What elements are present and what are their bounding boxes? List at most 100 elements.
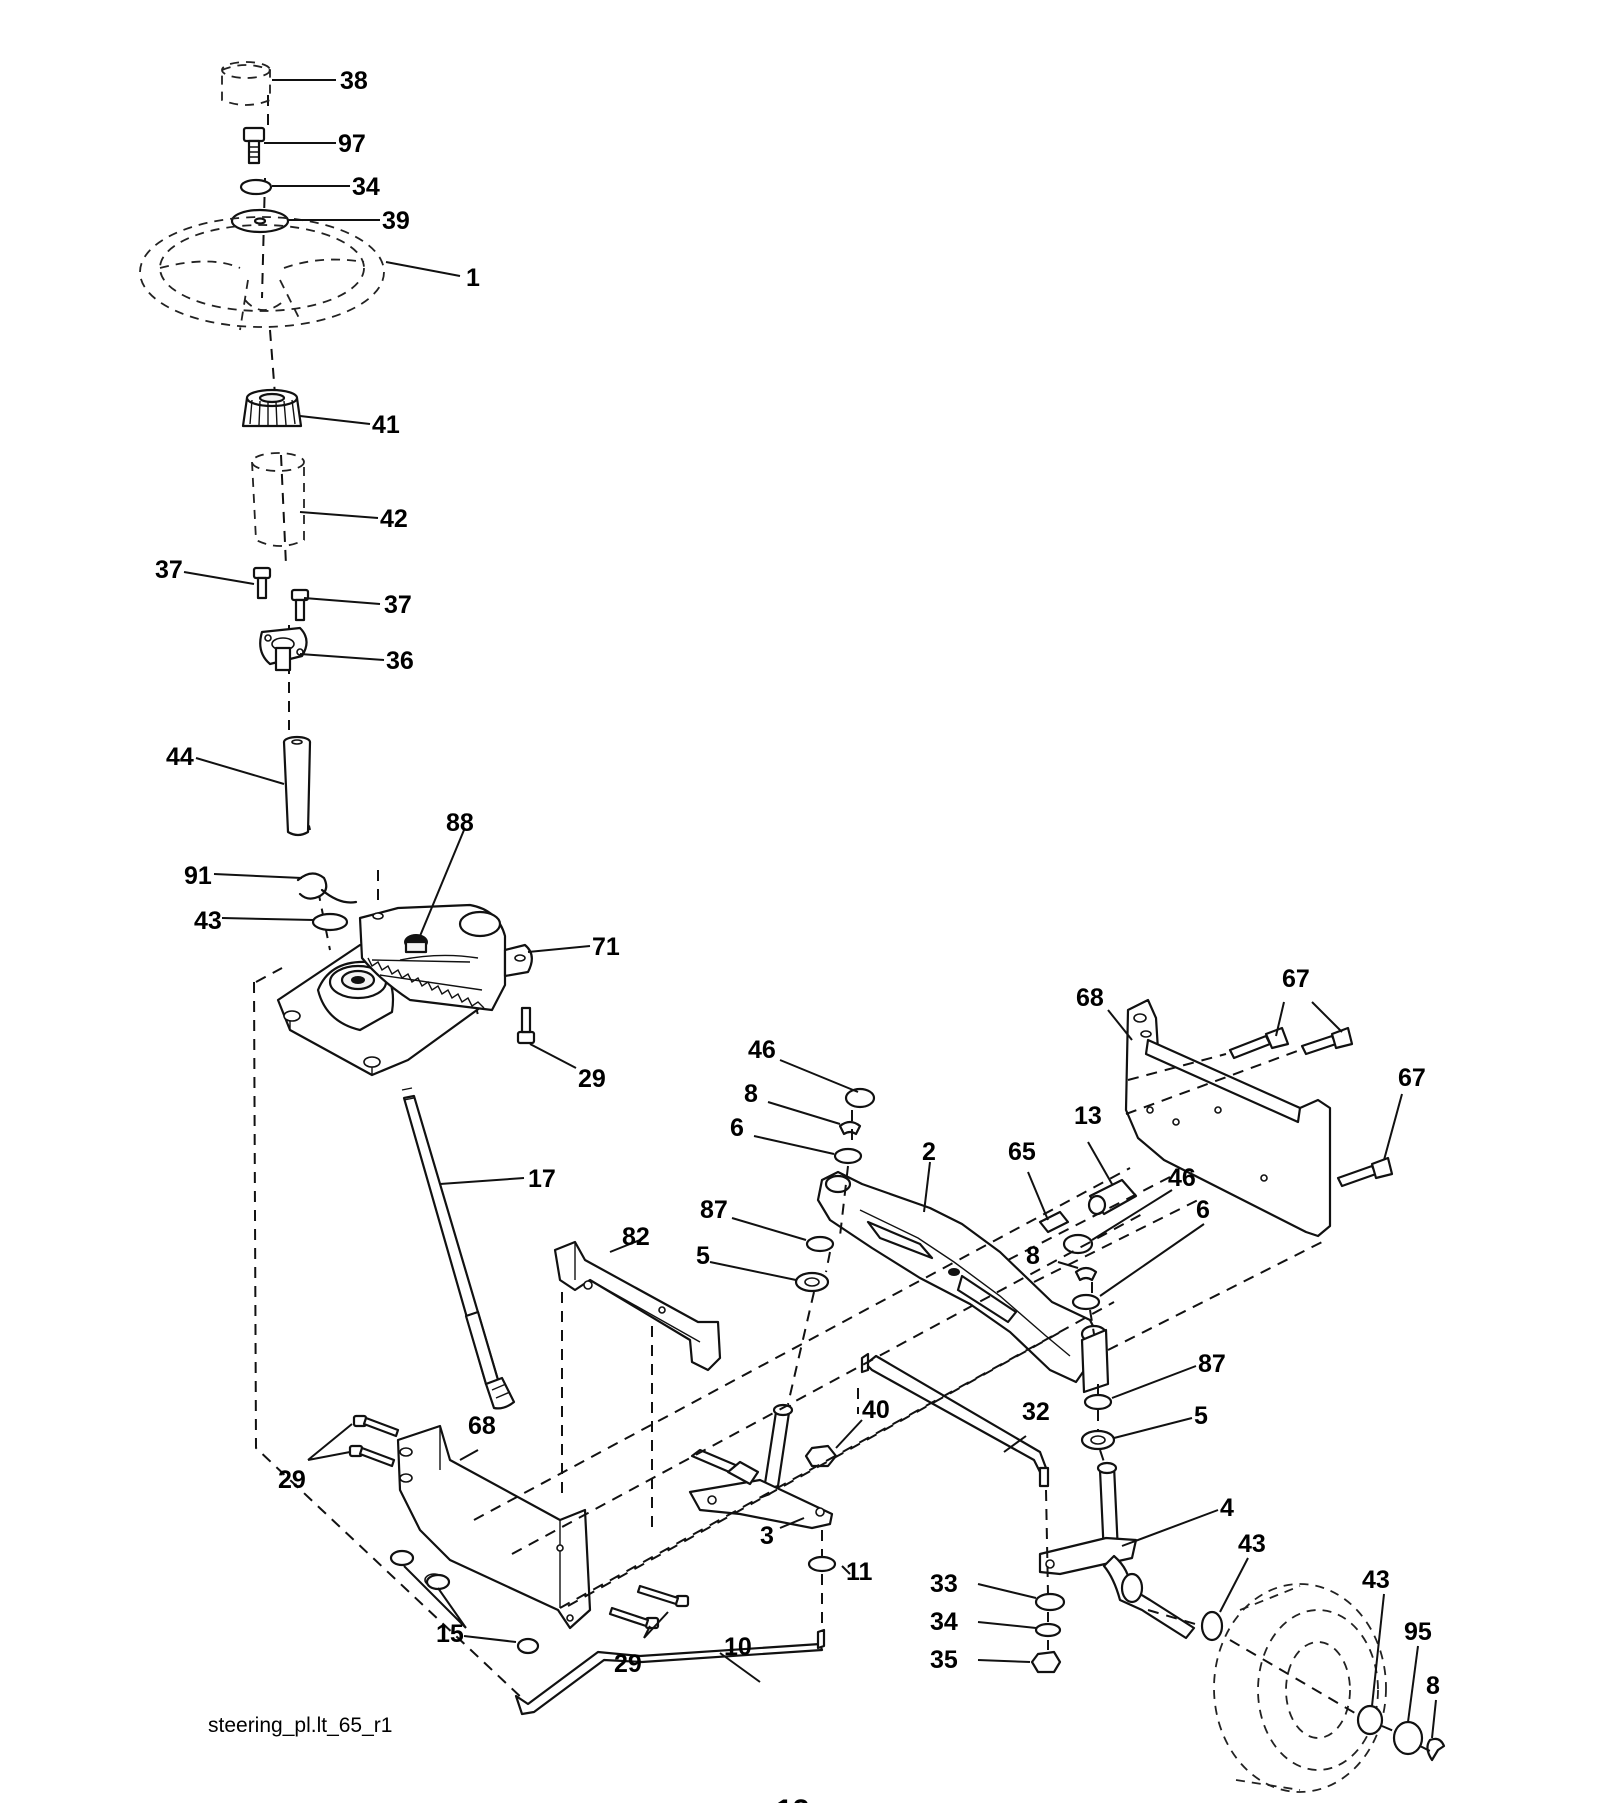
steering-shaft-44 <box>282 735 312 837</box>
left-brackets <box>348 1240 826 1716</box>
washer-11 <box>807 1555 837 1573</box>
callout-3: 3 <box>760 1522 774 1550</box>
bushing-5-right <box>1080 1429 1116 1451</box>
pin-65 <box>1038 1210 1070 1234</box>
bolts-67 <box>1228 1026 1394 1188</box>
callout-68-right: 68 <box>1076 984 1104 1012</box>
callout-35: 35 <box>930 1646 958 1674</box>
washer-43-right <box>1356 1704 1384 1736</box>
callout-8-wheel: 8 <box>1426 1672 1440 1700</box>
callout-71: 71 <box>592 933 620 961</box>
spindle-3-left <box>688 1403 834 1530</box>
bolts-29-left <box>348 1414 400 1468</box>
frame-plate-68-left <box>396 1424 592 1630</box>
washer-39 <box>230 208 290 234</box>
steering-wheel-1 <box>139 216 385 331</box>
callout-46-left: 46 <box>748 1036 776 1064</box>
bolt-29-top <box>516 1006 536 1045</box>
pinion-shaft-17 <box>401 1087 516 1410</box>
callout-32: 32 <box>1022 1398 1050 1426</box>
cap-46-left <box>844 1087 876 1109</box>
washer-95 <box>1392 1720 1424 1756</box>
callout-91: 91 <box>184 862 212 890</box>
callout-34-lower: 34 <box>930 1608 958 1636</box>
callout-33: 33 <box>930 1570 958 1598</box>
callout-67-top: 67 <box>1282 965 1310 993</box>
callout-43-left: 43 <box>194 907 222 935</box>
boot-42 <box>251 452 305 547</box>
front-axle-assembly <box>688 998 1446 1793</box>
nut-35 <box>1030 1650 1062 1674</box>
callout-37-right: 37 <box>384 591 412 619</box>
bolts-29-lower <box>608 1584 690 1630</box>
callout-87-right: 87 <box>1198 1350 1226 1378</box>
front-axle-2 <box>816 1170 1104 1384</box>
spacers-15 <box>389 1549 540 1655</box>
bushing-plate-36 <box>259 626 308 672</box>
callout-29-top: 29 <box>578 1065 606 1093</box>
callout-39: 39 <box>382 207 410 235</box>
callout-29-left: 29 <box>278 1466 306 1494</box>
drag-link-10 <box>514 1642 824 1716</box>
callout-11: 11 <box>846 1558 873 1586</box>
figure-filename: steering_pl.lt_65_r1 <box>208 1714 392 1737</box>
callout-97: 97 <box>338 130 366 158</box>
tie-rod-32 <box>864 1354 1048 1474</box>
washer-43-left <box>311 912 349 932</box>
steering-gear-assembly <box>276 903 536 1410</box>
steering-adapter-41 <box>241 388 303 428</box>
e-ring-8-left <box>838 1120 862 1136</box>
callout-44: 44 <box>166 743 194 771</box>
callout-4: 4 <box>1220 1494 1234 1522</box>
callout-1: 1 <box>466 264 480 292</box>
callout-41: 41 <box>372 411 400 439</box>
callout-65: 65 <box>1008 1138 1036 1166</box>
assembly-dashed-lines <box>253 870 1433 1753</box>
callout-88: 88 <box>446 809 474 837</box>
callout-43-mid: 43 <box>1238 1530 1266 1558</box>
callout-5-left: 5 <box>696 1242 710 1270</box>
washer-87-left <box>805 1235 835 1253</box>
callout-40: 40 <box>862 1396 890 1424</box>
callout-95: 95 <box>1404 1618 1432 1646</box>
page-number: 12 <box>776 1794 809 1803</box>
callout-15: 15 <box>436 1620 464 1648</box>
e-ring-8-wheel <box>1426 1737 1446 1762</box>
callout-34-top: 34 <box>352 173 380 201</box>
e-ring-8-right <box>1074 1266 1098 1282</box>
washer-43-mid <box>1200 1610 1224 1642</box>
callout-2: 2 <box>922 1138 936 1166</box>
lock-washer-34-lower <box>1034 1622 1062 1638</box>
callout-87-left: 87 <box>700 1196 728 1224</box>
front-wheel <box>1213 1583 1387 1793</box>
callout-8-left: 8 <box>744 1080 758 1108</box>
callout-29-lower: 29 <box>614 1650 642 1678</box>
shoulder-bolt-88 <box>404 934 428 954</box>
leader-lines <box>183 79 1437 1739</box>
callout-10: 10 <box>724 1633 752 1661</box>
callout-42: 42 <box>380 505 408 533</box>
callout-5-right: 5 <box>1194 1402 1208 1430</box>
callout-36: 36 <box>386 647 414 675</box>
lock-washer-34 <box>239 178 273 196</box>
callout-82: 82 <box>622 1223 650 1251</box>
callout-13: 13 <box>1074 1102 1102 1130</box>
screw-37-right <box>290 588 310 622</box>
washer-6-left <box>833 1147 863 1165</box>
callout-8-right: 8 <box>1026 1242 1040 1270</box>
callout-6-left: 6 <box>730 1114 744 1142</box>
callout-6-right: 6 <box>1196 1196 1210 1224</box>
hair-pin-clip-91 <box>296 872 358 904</box>
washer-33 <box>1034 1592 1066 1612</box>
bushing-5-left <box>794 1271 830 1293</box>
callout-labels: 38 97 34 39 1 41 42 37 37 36 44 88 91 43… <box>155 67 1440 1700</box>
callout-67-right: 67 <box>1398 1064 1426 1092</box>
callout-17: 17 <box>528 1165 556 1193</box>
screw-37-left <box>252 566 272 600</box>
callout-37-left: 37 <box>155 556 183 584</box>
spindle-4-right <box>1038 1461 1196 1640</box>
nut-40 <box>804 1444 838 1468</box>
callout-46-right: 46 <box>1168 1164 1196 1192</box>
washer-6-right <box>1071 1293 1101 1311</box>
